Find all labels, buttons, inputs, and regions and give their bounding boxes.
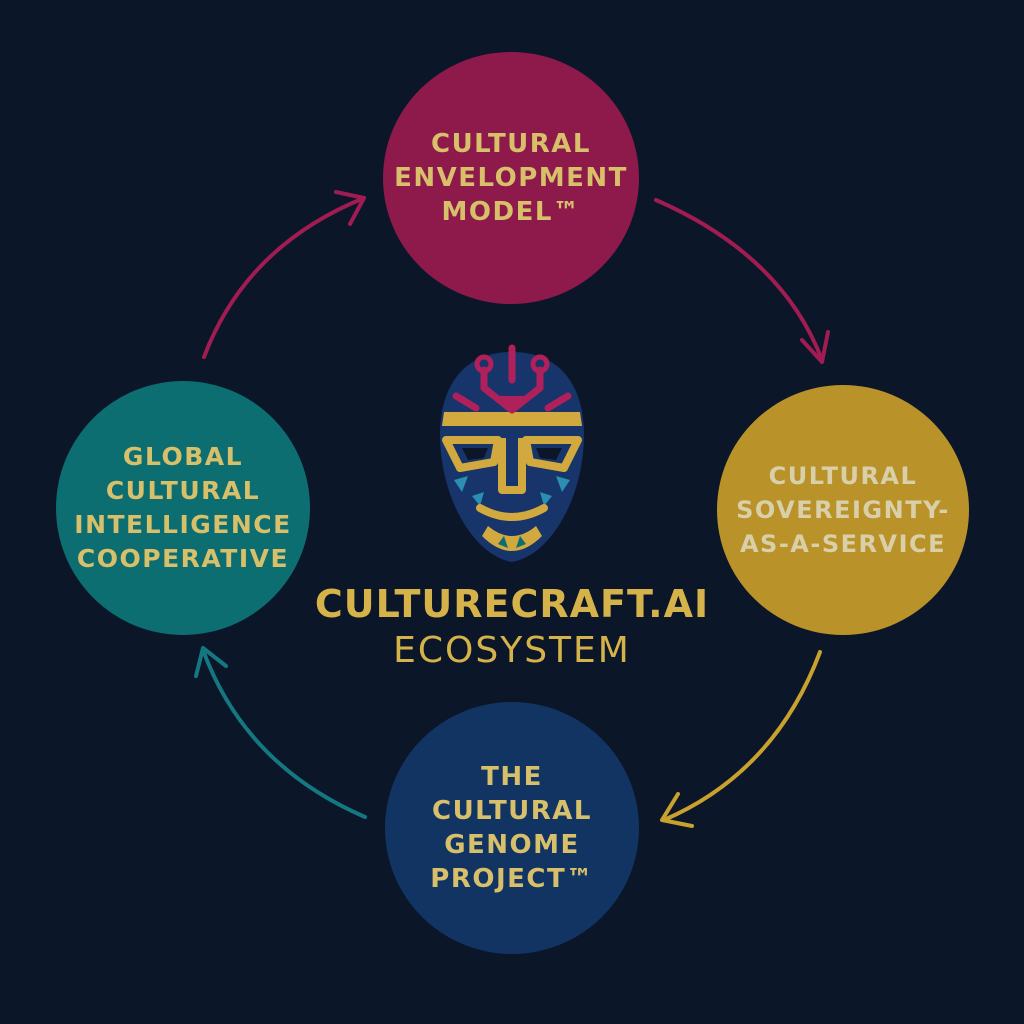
brand-subtitle: ECOSYSTEM — [393, 630, 631, 671]
arrowhead-left-to-top — [334, 190, 366, 226]
node-bottom-line-1: THE — [481, 762, 543, 792]
arrowhead-bottom-to-left — [194, 646, 228, 678]
node-bottom-line-2: CULTURAL — [431, 796, 592, 826]
arrow-right-to-bottom — [662, 650, 822, 822]
arrow-left-to-top — [202, 196, 366, 359]
arrow-bottom-to-left — [201, 648, 367, 819]
node-right-line-1: CULTURAL — [768, 462, 918, 490]
node-top-line-3: MODEL™ — [441, 197, 581, 227]
node-left-line-3: INTELLIGENCE — [74, 510, 292, 539]
node-top-line-1: CULTURAL — [430, 129, 591, 159]
node-right-line-2: SOVEREIGNTY- — [736, 496, 950, 524]
brand-title: CULTURECRAFT.AI — [314, 582, 710, 626]
arrow-top-to-right — [654, 198, 824, 362]
node-cultural-genome-project: THE CULTURAL GENOME PROJECT™ — [385, 702, 639, 954]
node-left-line-4: COOPERATIVE — [76, 544, 290, 573]
node-cultural-sovereignty-as-a-service: CULTURAL SOVEREIGNTY- AS-A-SERVICE — [717, 385, 969, 635]
node-right-line-3: AS-A-SERVICE — [739, 530, 947, 558]
node-cultural-envelopment-model: CULTURAL ENVELOPMENT MODEL™ — [383, 52, 639, 304]
tribal-mask-circuit-icon — [440, 344, 584, 562]
node-bottom-line-4: PROJECT™ — [430, 864, 594, 894]
node-global-cultural-intelligence-cooperative: GLOBAL CULTURAL INTELLIGENCE COOPERATIVE — [56, 381, 310, 635]
arrowhead-top-to-right — [800, 330, 830, 364]
node-bottom-line-3: GENOME — [444, 830, 580, 860]
node-top-line-2: ENVELOPMENT — [394, 163, 628, 193]
node-left-line-1: GLOBAL — [122, 442, 244, 471]
arrowhead-right-to-bottom — [660, 792, 694, 828]
node-left-line-2: CULTURAL — [105, 476, 261, 505]
